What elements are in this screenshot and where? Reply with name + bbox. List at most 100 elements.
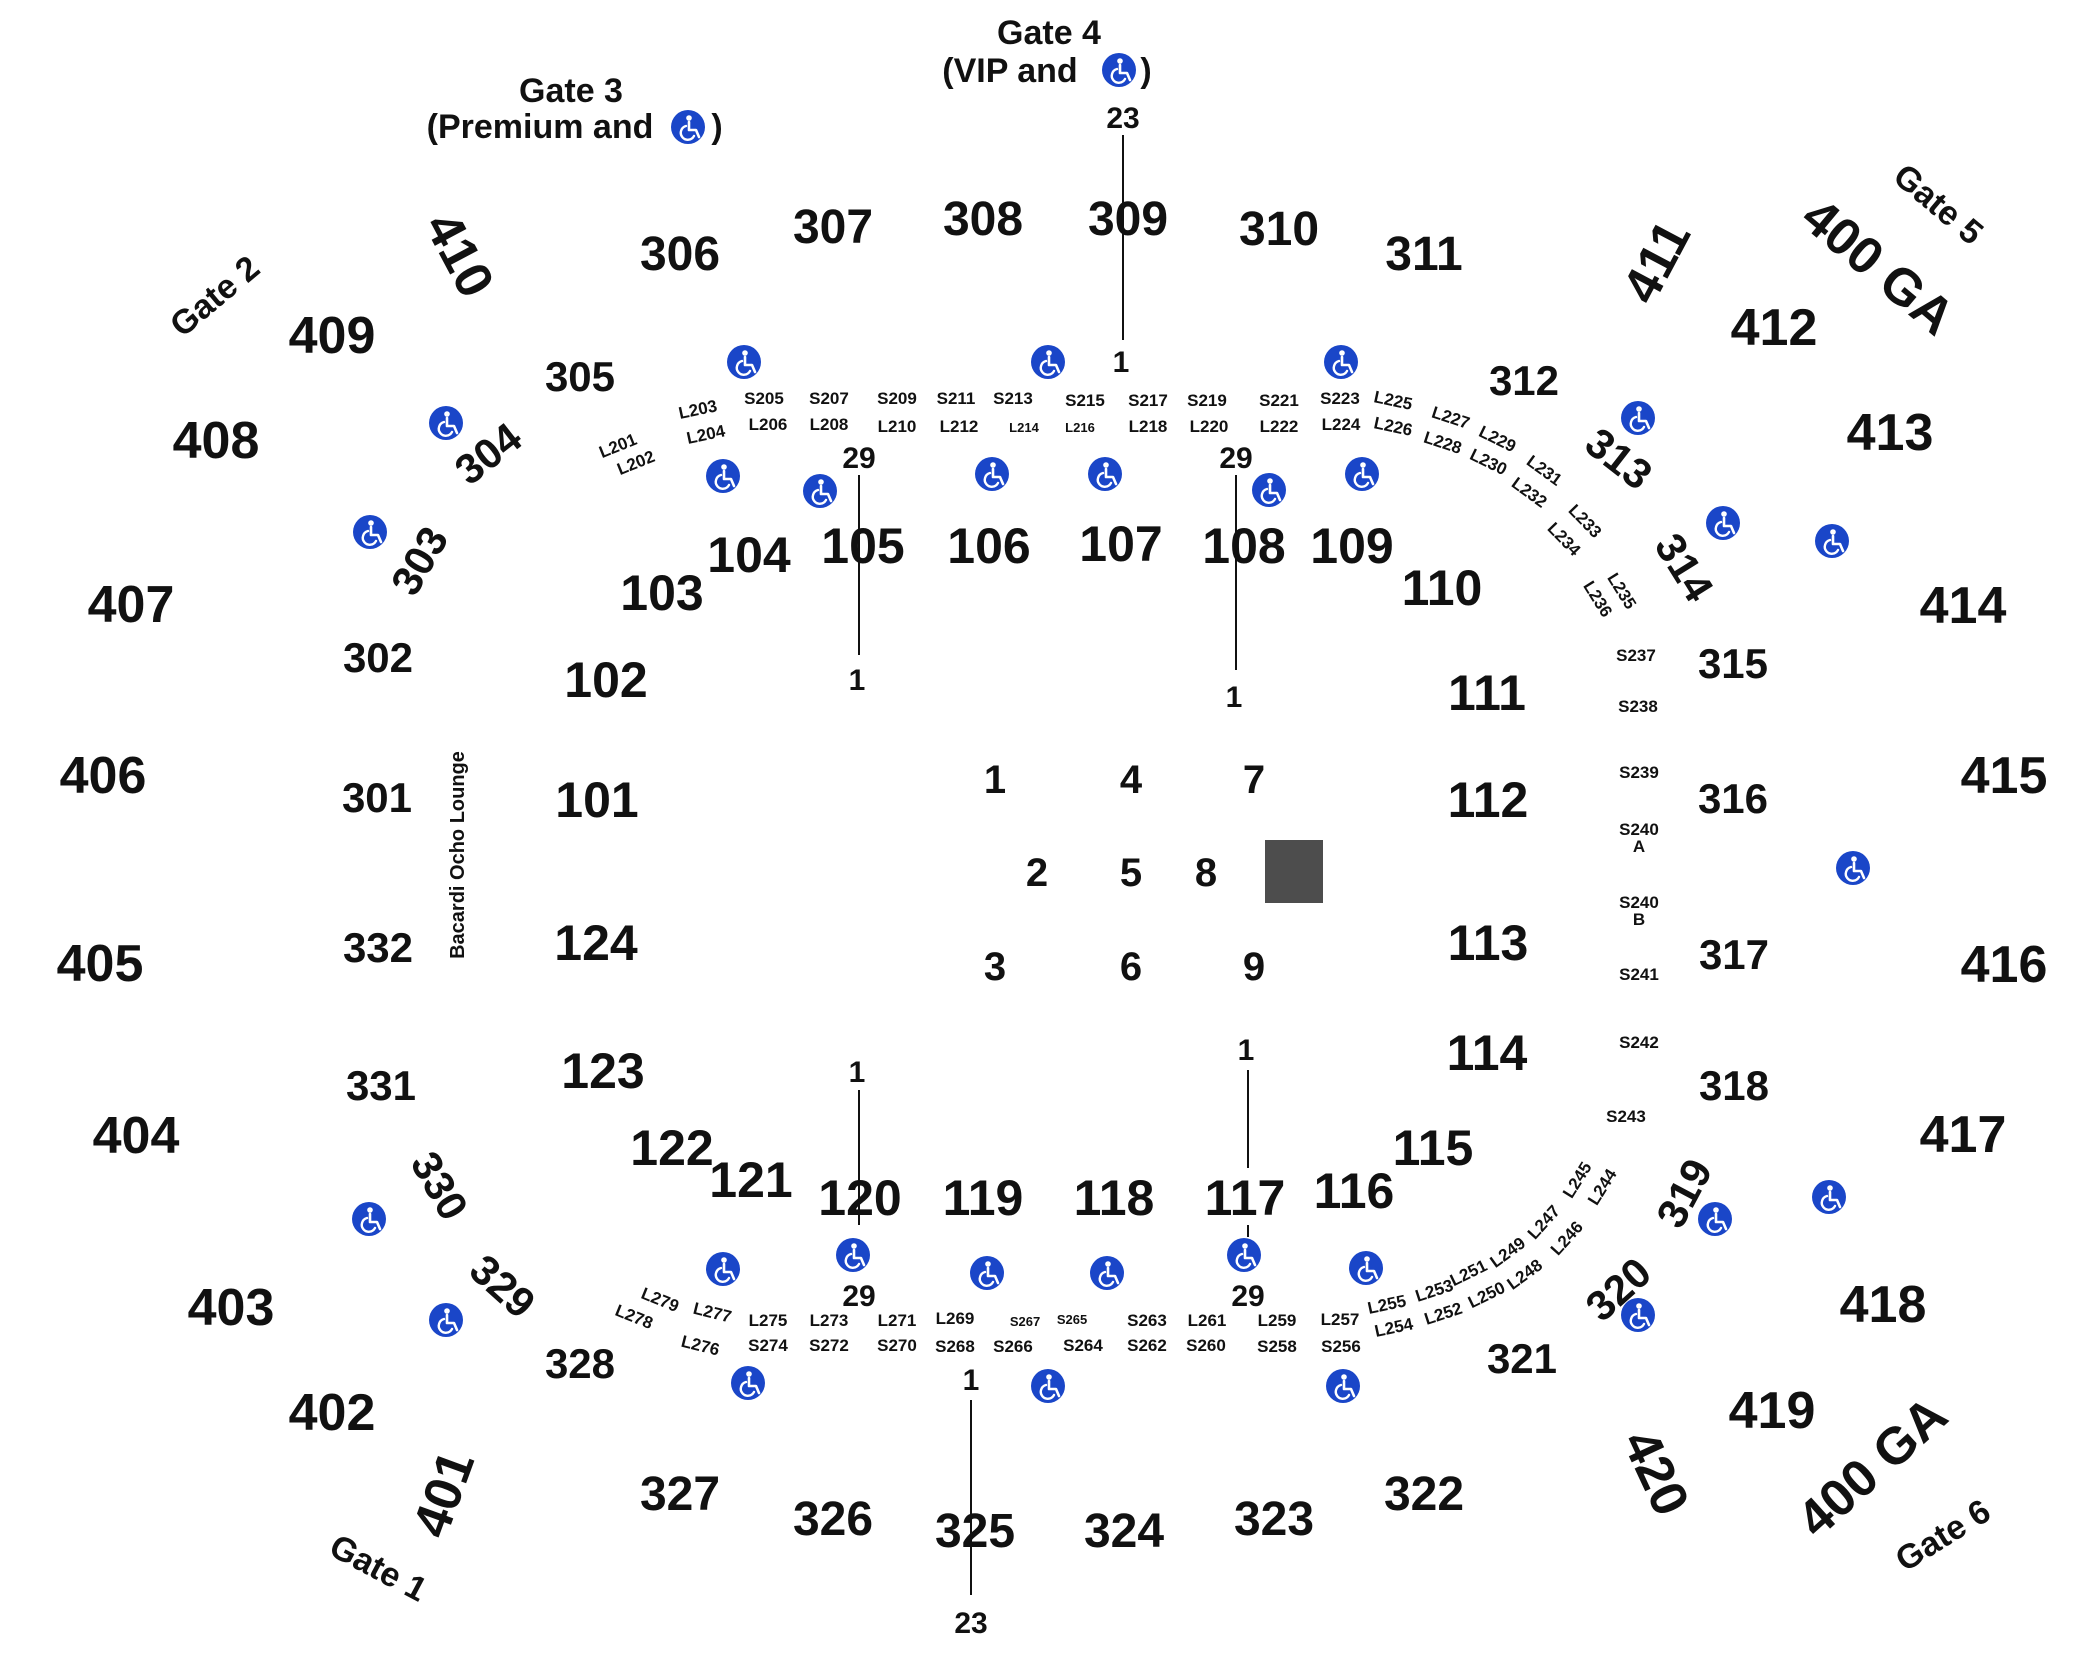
loge-label[interactable]: L210 [878,417,917,436]
suite-label[interactable]: S213 [993,389,1033,408]
section-302[interactable]: 302 [343,634,413,681]
section-328[interactable]: 328 [545,1340,615,1387]
suite-label[interactable]: S215 [1065,391,1105,410]
loge-label[interactable]: L276 [679,1332,721,1360]
section-114[interactable]: 114 [1447,1025,1528,1081]
section-315[interactable]: 315 [1698,640,1768,687]
section-111[interactable]: 111 [1448,665,1526,721]
loge-label[interactable]: L261 [1188,1311,1227,1330]
loge-label[interactable]: L226 [1372,413,1414,440]
section-105[interactable]: 105 [821,518,904,574]
section-307[interactable]: 307 [793,201,873,254]
suite-label[interactable]: S267 [1010,1314,1040,1329]
section-310[interactable]: 310 [1239,203,1319,256]
section-118[interactable]: 118 [1074,1170,1155,1226]
loge-label[interactable]: L252 [1422,1299,1465,1329]
section-416[interactable]: 416 [1961,936,2048,994]
section-408[interactable]: 408 [173,412,260,470]
section-331[interactable]: 331 [346,1062,416,1109]
section-122[interactable]: 122 [630,1120,713,1176]
suite-label[interactable]: S207 [809,389,849,408]
section-403[interactable]: 403 [188,1279,275,1337]
floor-section-4[interactable]: 4 [1120,758,1143,802]
loge-label[interactable]: L255 [1366,1291,1408,1318]
suite-label[interactable]: S262 [1127,1336,1167,1355]
loge-label[interactable]: L212 [940,417,979,436]
section-108[interactable]: 108 [1202,518,1285,574]
floor-section-6[interactable]: 6 [1120,945,1142,989]
section-326[interactable]: 326 [793,1493,873,1546]
suite-label[interactable]: S270 [877,1336,917,1355]
loge-label[interactable]: L275 [749,1311,788,1330]
floor-section-9[interactable]: 9 [1243,945,1265,989]
section-401[interactable]: 401 [402,1444,486,1545]
section-101[interactable]: 101 [555,772,638,828]
section-121[interactable]: 121 [709,1152,792,1208]
section-303[interactable]: 303 [382,519,458,603]
section-413[interactable]: 413 [1847,404,1934,462]
section-316[interactable]: 316 [1698,775,1768,822]
floor-section-2[interactable]: 2 [1026,851,1048,895]
section-420[interactable]: 420 [1611,1421,1700,1524]
suite-label[interactable]: S265 [1057,1312,1087,1327]
section-119[interactable]: 119 [943,1170,1024,1226]
section-305[interactable]: 305 [545,353,615,400]
loge-label[interactable]: L254 [1373,1314,1415,1341]
suite-label[interactable]: B [1633,910,1645,929]
section-115[interactable]: 115 [1393,1120,1474,1176]
suite-label[interactable]: S217 [1128,391,1168,410]
suite-label[interactable]: S241 [1619,965,1659,984]
section-409[interactable]: 409 [289,307,376,365]
section-327[interactable]: 327 [640,1468,720,1521]
section-410[interactable]: 410 [413,203,505,307]
suite-label[interactable]: S209 [877,389,917,408]
loge-label[interactable]: L259 [1258,1311,1297,1330]
section-116[interactable]: 116 [1314,1163,1395,1219]
section-402[interactable]: 402 [289,1384,376,1442]
suite-label[interactable]: S219 [1187,391,1227,410]
suite-label[interactable]: S223 [1320,389,1360,408]
suite-label[interactable]: S240 [1619,820,1659,839]
section-123[interactable]: 123 [561,1043,644,1099]
suite-label[interactable]: S239 [1619,763,1659,782]
section-325[interactable]: 325 [935,1505,1015,1558]
section-317[interactable]: 317 [1699,931,1769,978]
section-109[interactable]: 109 [1310,518,1393,574]
section-415[interactable]: 415 [1961,747,2048,805]
section-308[interactable]: 308 [943,193,1023,246]
section-414[interactable]: 414 [1920,577,2007,635]
suite-label[interactable]: S242 [1619,1033,1659,1052]
section-106[interactable]: 106 [947,518,1030,574]
section-301[interactable]: 301 [342,774,412,821]
suite-label[interactable]: S268 [935,1337,975,1356]
section-113[interactable]: 113 [1448,915,1529,971]
loge-label[interactable]: L225 [1372,387,1414,414]
section-110[interactable]: 110 [1402,560,1483,616]
loge-label[interactable]: L228 [1421,428,1464,458]
loge-label[interactable]: L216 [1065,420,1095,435]
suite-label[interactable]: S237 [1616,646,1656,665]
section-117[interactable]: 117 [1205,1170,1286,1226]
loge-label[interactable]: L208 [810,415,849,434]
suite-label[interactable]: S221 [1259,391,1299,410]
section-405[interactable]: 405 [57,935,144,993]
suite-label[interactable]: A [1633,837,1645,856]
suite-label[interactable]: S266 [993,1337,1033,1356]
loge-label[interactable]: L250 [1465,1278,1508,1312]
section-417[interactable]: 417 [1920,1106,2007,1164]
suite-label[interactable]: S264 [1063,1336,1103,1355]
section-411[interactable]: 411 [1612,211,1703,312]
section-124[interactable]: 124 [554,915,638,971]
loge-label[interactable]: L222 [1260,417,1299,436]
section-321[interactable]: 321 [1487,1335,1557,1382]
loge-label[interactable]: L206 [749,415,788,434]
section-312[interactable]: 312 [1489,357,1559,404]
loge-label[interactable]: L257 [1321,1310,1360,1329]
loge-label[interactable]: L203 [677,396,719,423]
suite-label[interactable]: S258 [1257,1337,1297,1356]
section-324[interactable]: 324 [1084,1505,1164,1558]
loge-label[interactable]: L273 [810,1311,849,1330]
section-309[interactable]: 309 [1088,193,1168,246]
suite-label[interactable]: S240 [1619,893,1659,912]
loge-label[interactable]: L227 [1429,403,1472,433]
